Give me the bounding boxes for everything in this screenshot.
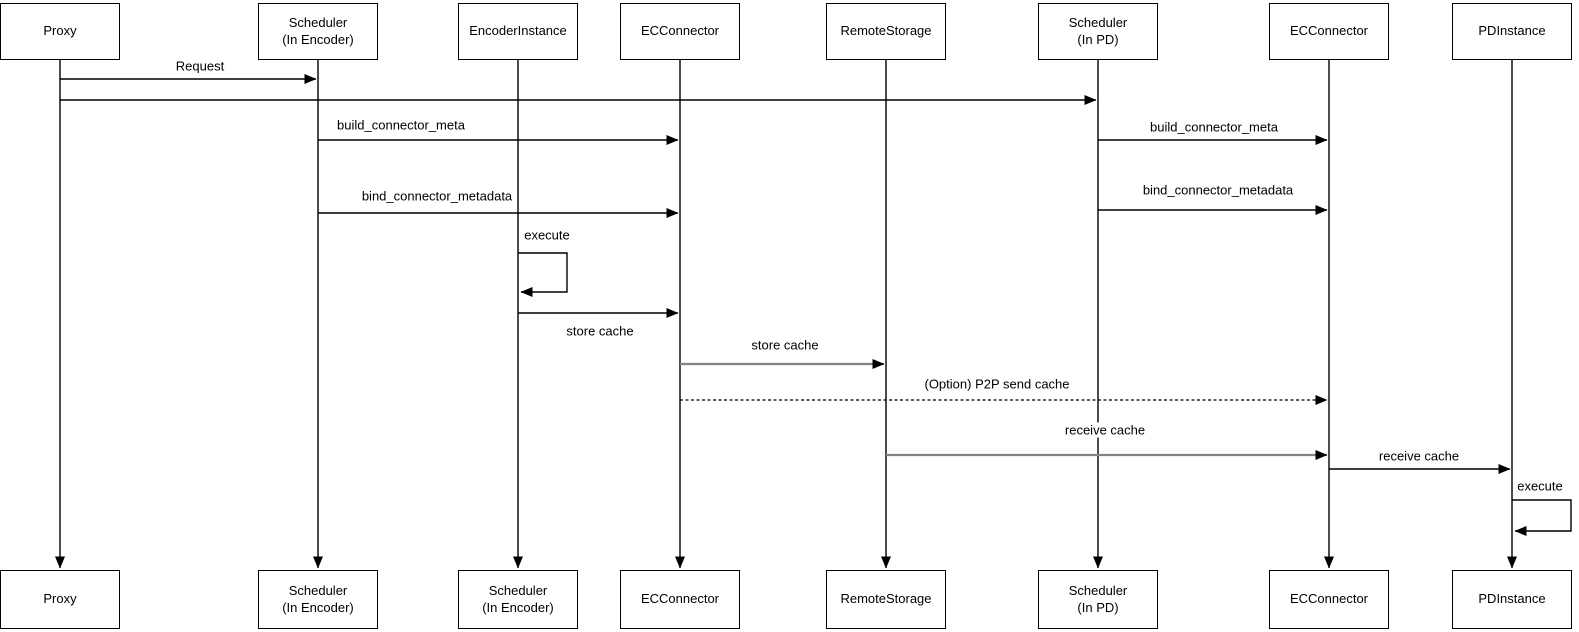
bottom-box-scheduler-in-pd: Scheduler (In PD): [1038, 570, 1158, 629]
bottom-box-ec-connector-2: ECConnector: [1269, 570, 1389, 629]
message-label-0: Request: [172, 58, 228, 74]
bottom-box-pd-instance: PDInstance: [1452, 570, 1572, 629]
message-label-2: build_connector_meta: [334, 117, 468, 133]
message-label-9: (Option) P2P send cache: [921, 376, 1073, 392]
top-box-ec-connector-1: ECConnector: [620, 3, 740, 60]
bottom-box-ec-connector-1: ECConnector: [620, 570, 740, 629]
top-box-pd-instance: PDInstance: [1452, 3, 1572, 60]
bottom-box-proxy: Proxy: [0, 570, 120, 629]
top-box-proxy: Proxy: [0, 3, 120, 60]
top-box-remote-storage: RemoteStorage: [826, 3, 946, 60]
top-box-ec-connector-2: ECConnector: [1269, 3, 1389, 60]
message-label-4: bind_connector_metadata: [358, 188, 516, 204]
message-label-8: store cache: [748, 337, 822, 353]
bottom-box-encoder-instance: Scheduler (In Encoder): [458, 570, 578, 629]
message-label-5: bind_connector_metadata: [1139, 182, 1297, 198]
bottom-box-remote-storage: RemoteStorage: [826, 570, 946, 629]
top-box-scheduler-in-pd: Scheduler (In PD): [1038, 3, 1158, 60]
message-label-11: receive cache: [1375, 448, 1463, 464]
message-self-arrow-6: [518, 252, 568, 297]
message-label-10: receive cache: [1061, 422, 1149, 438]
message-label-12: execute: [1514, 478, 1566, 494]
top-box-scheduler-in-encoder: Scheduler (In Encoder): [258, 3, 378, 60]
bottom-box-scheduler-in-encoder: Scheduler (In Encoder): [258, 570, 378, 629]
message-self-arrow-12: [1512, 499, 1572, 536]
message-label-7: store cache: [563, 323, 637, 339]
message-label-6: execute: [521, 227, 573, 243]
top-box-encoder-instance: EncoderInstance: [458, 3, 578, 60]
message-label-3: build_connector_meta: [1147, 119, 1281, 135]
